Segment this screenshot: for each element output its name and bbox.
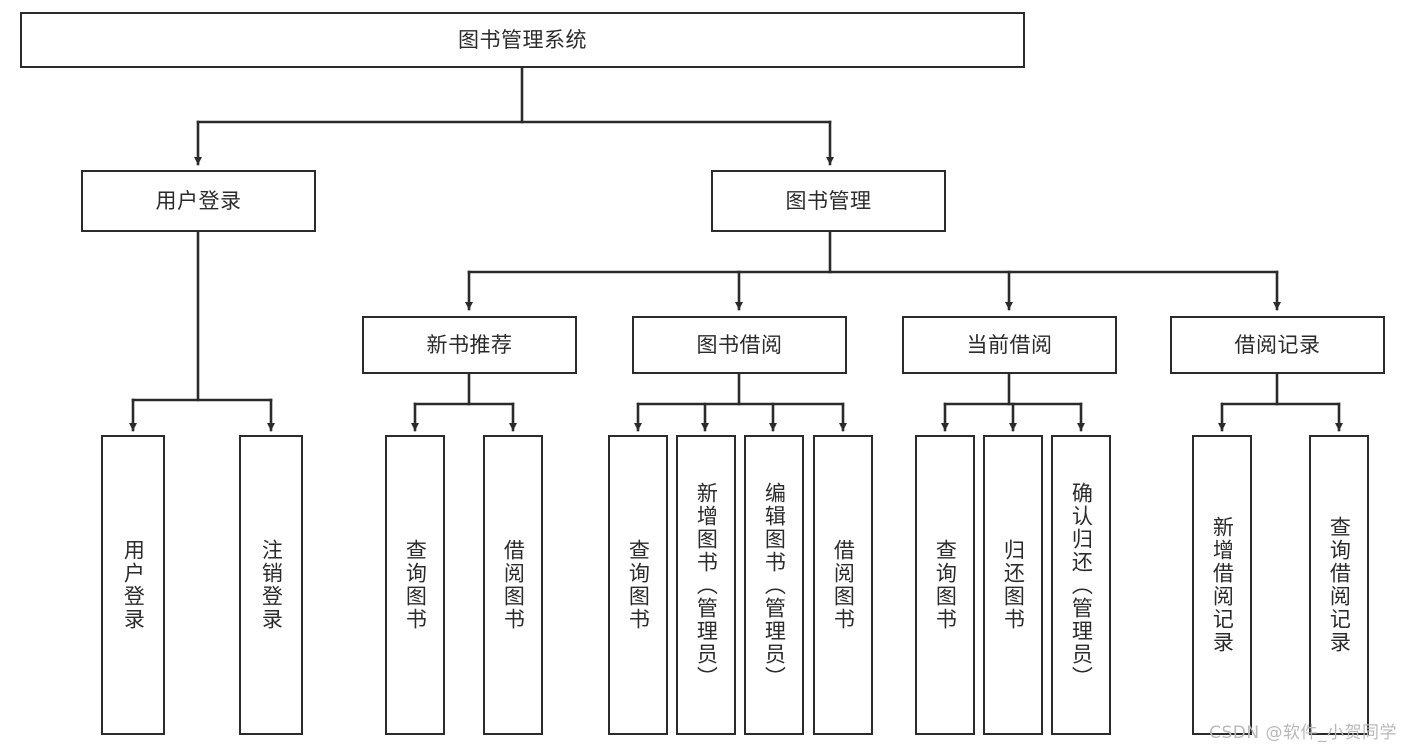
node-leaf-borrow-book-1-label: 借阅图书: [501, 539, 526, 631]
node-leaf-query-book-1-label: 查询图书: [403, 539, 428, 631]
node-borrow-record-label: 借阅记录: [1234, 332, 1321, 357]
node-leaf-query-book-1[interactable]: 查询图书: [385, 435, 445, 735]
node-leaf-add-book-label: 新增图书（管理员）: [694, 481, 719, 689]
node-leaf-query-book-2[interactable]: 查询图书: [608, 435, 668, 735]
node-leaf-confirm-return-label: 确认归还（管理员）: [1069, 481, 1094, 689]
node-current-borrow[interactable]: 当前借阅: [902, 316, 1117, 374]
node-new-book-recommend[interactable]: 新书推荐: [362, 316, 577, 374]
node-leaf-query-book-3-label: 查询图书: [933, 539, 958, 631]
node-leaf-add-record-label: 新增借阅记录: [1210, 516, 1235, 654]
node-user-login-label: 用户登录: [155, 188, 242, 213]
node-leaf-query-record[interactable]: 查询借阅记录: [1309, 435, 1369, 735]
node-current-borrow-label: 当前借阅: [966, 332, 1053, 357]
node-leaf-query-book-3[interactable]: 查询图书: [915, 435, 975, 735]
node-leaf-borrow-book-2-label: 借阅图书: [831, 539, 856, 631]
node-leaf-return-book[interactable]: 归还图书: [983, 435, 1043, 735]
node-borrow-record[interactable]: 借阅记录: [1170, 316, 1385, 374]
node-leaf-edit-book-label: 编辑图书（管理员）: [762, 481, 787, 689]
node-book-borrow-label: 图书借阅: [696, 332, 783, 357]
node-leaf-add-book[interactable]: 新增图书（管理员）: [676, 435, 736, 735]
node-user-login[interactable]: 用户登录: [81, 170, 316, 232]
node-root-label: 图书管理系统: [458, 27, 587, 52]
node-leaf-borrow-book-2[interactable]: 借阅图书: [813, 435, 873, 735]
node-leaf-user-logout-label: 注销登录: [259, 539, 284, 631]
node-leaf-return-book-label: 归还图书: [1001, 539, 1026, 631]
node-book-borrow[interactable]: 图书借阅: [632, 316, 847, 374]
node-leaf-query-book-2-label: 查询图书: [626, 539, 651, 631]
node-leaf-user-login[interactable]: 用户登录: [101, 435, 165, 735]
node-leaf-user-logout[interactable]: 注销登录: [239, 435, 303, 735]
node-leaf-borrow-book-1[interactable]: 借阅图书: [483, 435, 543, 735]
node-leaf-user-login-label: 用户登录: [121, 539, 146, 631]
node-leaf-edit-book[interactable]: 编辑图书（管理员）: [744, 435, 804, 735]
node-leaf-confirm-return[interactable]: 确认归还（管理员）: [1051, 435, 1111, 735]
node-book-manage-label: 图书管理: [785, 188, 872, 213]
node-leaf-add-record[interactable]: 新增借阅记录: [1192, 435, 1252, 735]
node-book-manage[interactable]: 图书管理: [711, 170, 946, 232]
node-leaf-query-record-label: 查询借阅记录: [1327, 516, 1352, 654]
node-new-book-recommend-label: 新书推荐: [426, 332, 513, 357]
node-root[interactable]: 图书管理系统: [20, 12, 1025, 68]
